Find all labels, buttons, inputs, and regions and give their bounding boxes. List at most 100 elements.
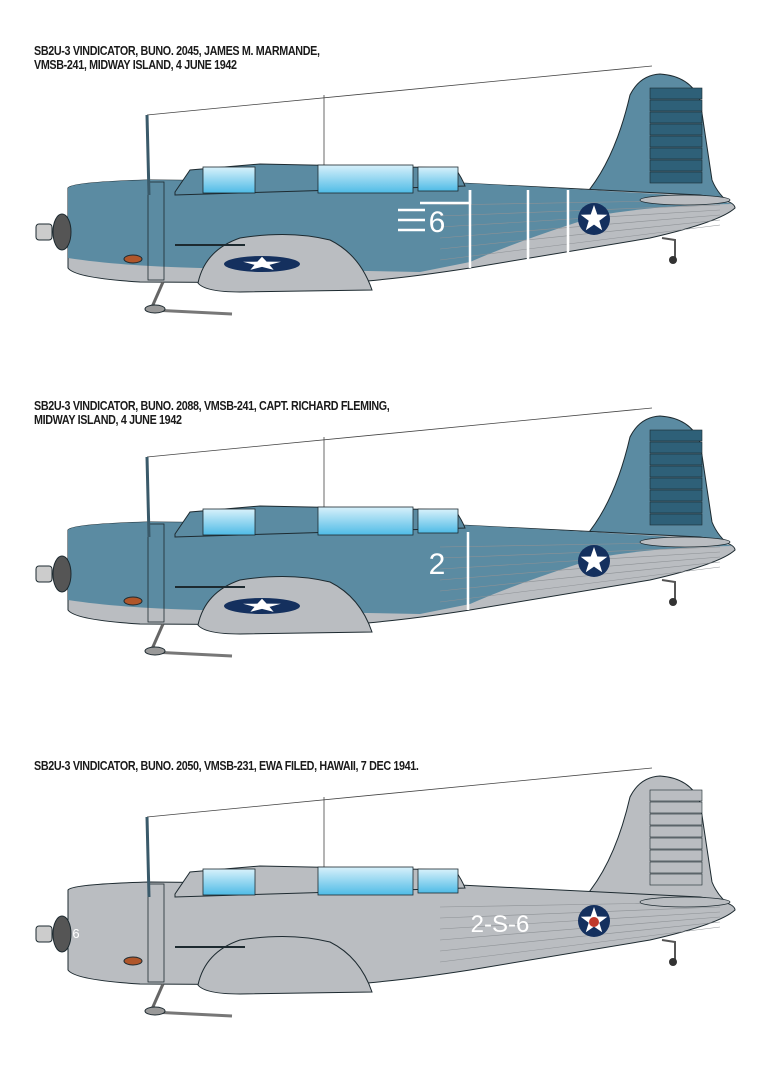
rudder-panel [649,789,703,802]
rudder-panel [649,429,703,442]
canopy-glass [202,508,256,536]
rudder-panel [649,813,703,826]
main-gear-strut [150,623,165,650]
propeller-hub [35,565,53,583]
tail-wheel [669,256,677,264]
exhaust [123,956,143,966]
cowl-ring [147,883,165,983]
rudder-panel [649,123,703,136]
caption-line: SB2U-3 VINDICATOR, BUNO. 2045, JAMES M. … [34,44,320,58]
rudder-panel [649,513,703,526]
rudder-panel [649,465,703,478]
caption-profile-3: SB2U-3 VINDICATOR, BUNO. 2050, VMSB-231,… [34,759,419,773]
rudder-panel [649,453,703,466]
panel-line [439,546,721,559]
canopy-glass [417,166,459,192]
fuselage-number: 6 [429,206,446,239]
rudder-panel [649,837,703,850]
exhaust [123,596,143,606]
caption-line: MIDWAY ISLAND, 4 JUNE 1942 [34,413,182,427]
roundel-red-center [589,917,599,927]
engine-cylinders [52,915,72,953]
caption-line: SB2U-3 VINDICATOR, BUNO. 2050, VMSB-231,… [34,759,419,773]
panel-line [439,219,721,250]
horizontal-stabilizer [639,896,731,908]
panel-line [439,204,721,217]
stripe-corner [420,190,472,205]
tail-wheel [669,958,677,966]
caption-line: SB2U-3 VINDICATOR, BUNO. 2088, VMSB-241,… [34,399,390,413]
rudder [649,789,703,886]
panel-line [439,561,721,592]
tail-gear [661,237,676,258]
fuselage [67,881,736,986]
antenna-wire [146,65,653,116]
rudder-panel [649,159,703,172]
caption-profile-2: SB2U-3 VINDICATOR, BUNO. 2088, VMSB-241,… [34,399,390,427]
aircraft-profile-3: 2-S-6 6 [35,767,736,1018]
rudder [649,429,703,526]
engine-cylinders [52,555,72,593]
panel-line [439,921,721,952]
rudder [649,87,703,184]
rudder-panel [649,801,703,814]
antenna-mast [145,456,151,538]
main-gear-leg [151,650,233,658]
canopy-glass [417,868,459,894]
rudder-panel [649,87,703,100]
main-gear-strut [150,281,165,308]
rudder-panel [649,501,703,514]
main-gear-wheel [144,646,166,656]
roundel-star [580,547,608,573]
canopy-glass [317,866,414,896]
antenna-wire [146,767,653,818]
exhaust [123,254,143,264]
rudder-panel [649,849,703,862]
rudder-panel [649,477,703,490]
roundel-star [580,205,608,231]
engine-cylinders [52,213,72,251]
main-gear-leg [151,1010,233,1018]
canopy-glass [317,164,414,194]
wing-star [243,256,281,270]
antenna-wire [146,407,653,458]
tail-gear [661,939,676,960]
propeller-hub [35,925,53,943]
rudder-panel [649,147,703,160]
cowl-ring [147,523,165,623]
rudder-panel [649,135,703,148]
caption-line: VMSB-241, MIDWAY ISLAND, 4 JUNE 1942 [34,58,237,72]
aircraft-profile-1: 6 [35,65,736,316]
antenna-mast [145,114,151,196]
main-gear-wheel [144,304,166,314]
tail-wheel [669,598,677,606]
antenna-mast [145,816,151,898]
fuselage-number: 2-S-6 [471,911,530,938]
horizontal-stabilizer [639,536,731,548]
main-gear-leg [151,308,233,316]
rudder-panel [649,861,703,874]
panel-line [439,906,721,919]
horizontal-stabilizer [639,194,731,206]
propeller-hub [35,223,53,241]
wing [197,935,373,995]
rudder-panel [649,441,703,454]
cowl-ring [147,181,165,281]
main-gear-strut [150,983,165,1010]
rudder-panel [649,489,703,502]
wing-star [243,598,281,612]
canopy-glass [417,508,459,534]
rudder-panel [649,873,703,886]
rudder-panel [649,111,703,124]
panel-line [439,926,721,963]
panel-line [439,224,721,261]
rudder-panel [649,171,703,184]
canopy-glass [202,868,256,896]
panel-line [439,566,721,603]
fuselage-number: 2 [429,548,446,581]
canopy-glass [317,506,414,536]
rudder-panel [649,825,703,838]
cowl-number: 6 [72,926,79,941]
tail-gear [661,579,676,600]
